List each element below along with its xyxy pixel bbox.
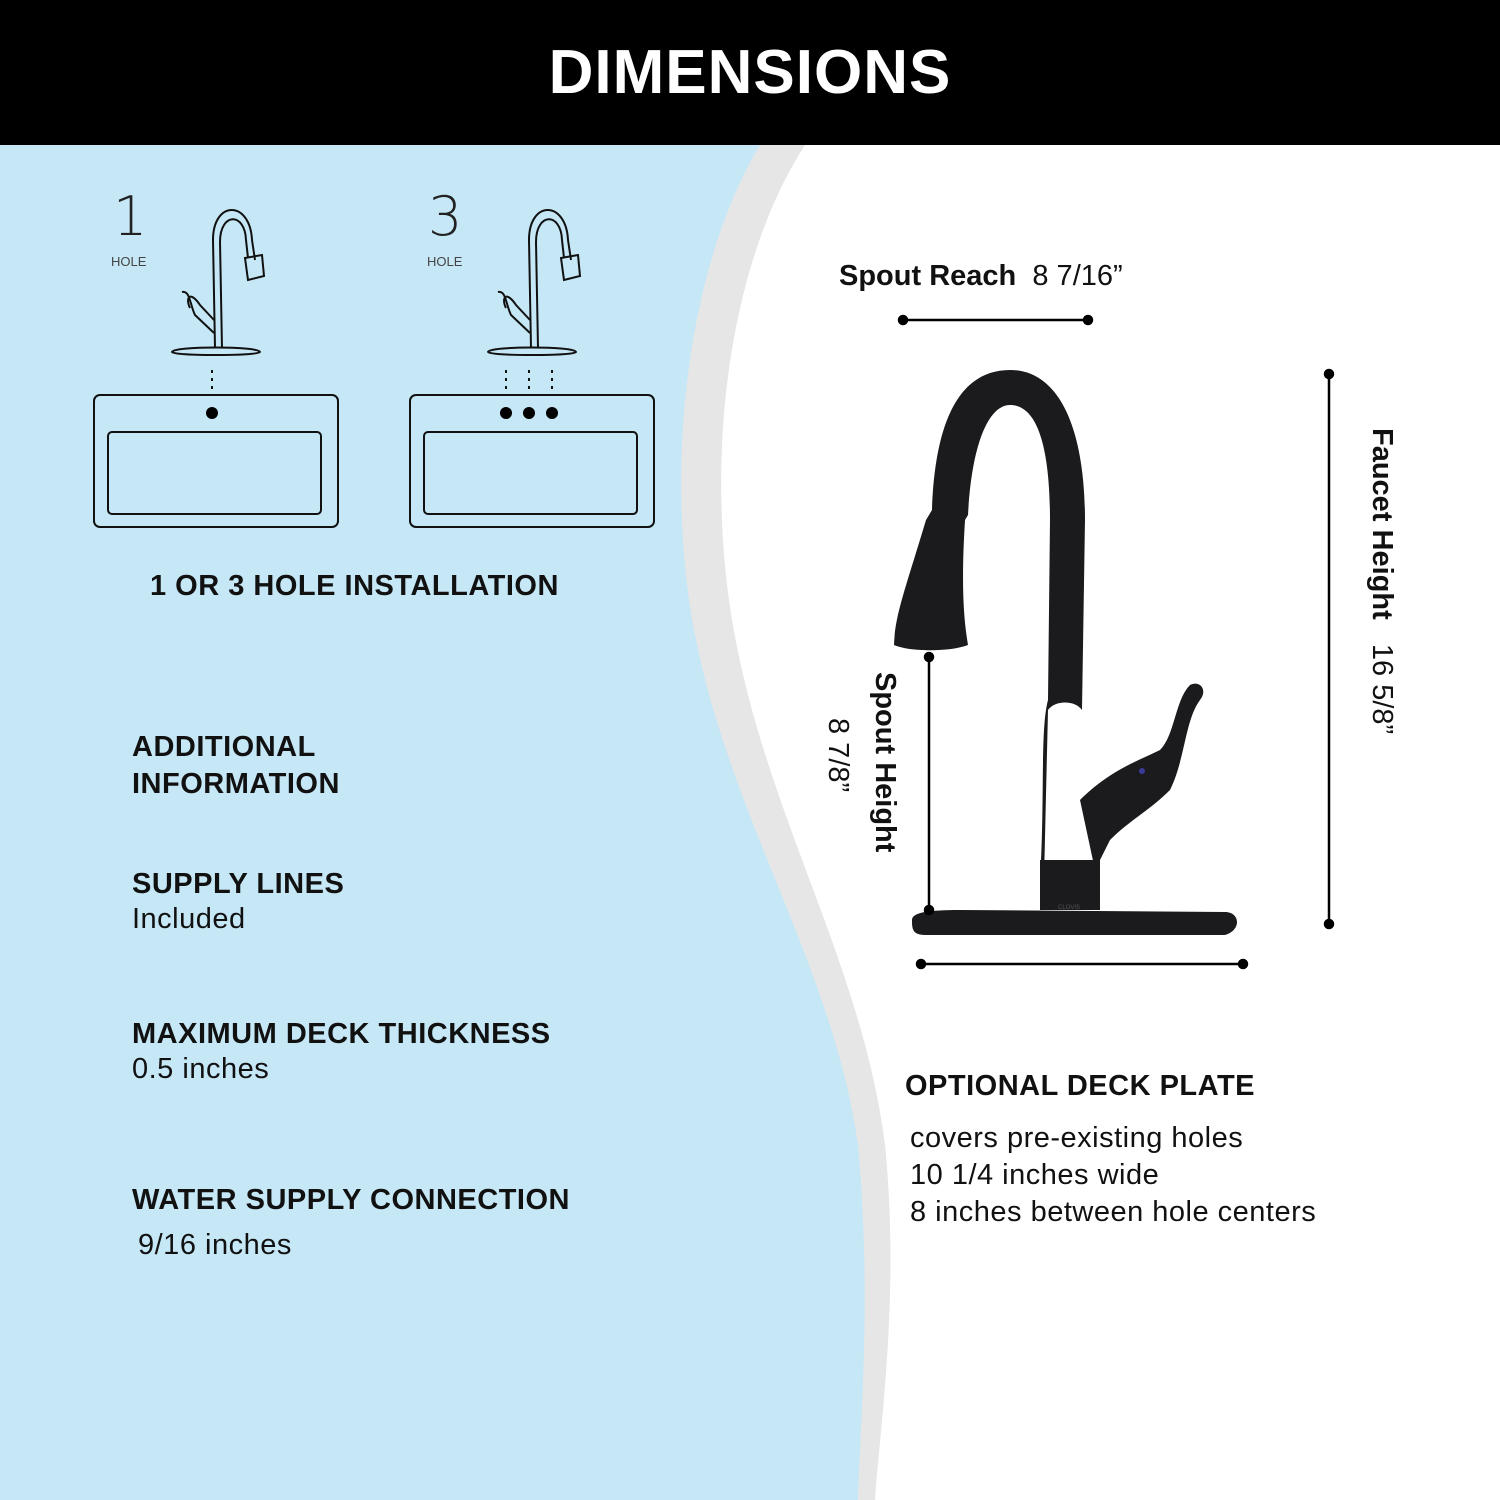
spout-height-value: 8 7/8” xyxy=(822,718,854,793)
info-value: 0.5 inches xyxy=(132,1053,270,1085)
hole-installation-diagram xyxy=(93,209,655,528)
faucet-product-image: CLOVIS xyxy=(894,314,1335,970)
faucet-outline-icon xyxy=(486,209,582,356)
dimension-value: 8 7/16” xyxy=(1032,260,1123,292)
deck-plate-line: 10 1/4 inches wide xyxy=(910,1159,1160,1191)
info-item-water-connection: WATER SUPPLY CONNECTION 9/16 inches xyxy=(132,1182,570,1262)
info-label: MAXIMUM DECK THICKNESS xyxy=(132,1018,551,1050)
deck-plate-line: covers pre-existing holes xyxy=(910,1122,1244,1154)
one-hole-label: HOLE xyxy=(111,254,147,269)
deck-plate-description: covers pre-existing holes 10 1/4 inches … xyxy=(910,1120,1316,1231)
info-label: SUPPLY LINES xyxy=(132,868,345,900)
three-hole-number: 3 xyxy=(428,185,463,248)
sink-one-hole xyxy=(93,394,339,528)
spout-reach-label: Spout Reach 8 7/16” xyxy=(839,260,1123,293)
deck-plate-heading: OPTIONAL DECK PLATE xyxy=(905,1070,1255,1102)
dimension-name: Spout Reach xyxy=(839,260,1017,292)
info-item-supply-lines: SUPPLY LINES Included xyxy=(132,866,344,936)
info-value: 9/16 inches xyxy=(138,1229,292,1261)
heading-line: INFORMATION xyxy=(132,768,340,800)
dimension-lines xyxy=(897,314,1335,970)
wave-background xyxy=(0,145,891,1500)
one-hole-number: 1 xyxy=(113,185,148,248)
dimension-name: Faucet Height xyxy=(1366,428,1398,620)
header-banner: DIMENSIONS xyxy=(0,0,1500,145)
page-title: DIMENSIONS xyxy=(548,38,952,107)
faucet-height-label: Faucet Height 16 5/8” xyxy=(1365,428,1398,734)
faucet-outline-icon xyxy=(170,209,266,356)
additional-info-heading: ADDITIONAL INFORMATION xyxy=(132,729,340,803)
deck-plate-line: 8 inches between hole centers xyxy=(910,1196,1317,1228)
info-label: WATER SUPPLY CONNECTION xyxy=(132,1184,570,1216)
dimension-name: Spout Height xyxy=(869,672,901,853)
spout-height-label: Spout Height xyxy=(868,672,901,852)
dimension-value: 16 5/8” xyxy=(1366,643,1398,735)
heading-line: ADDITIONAL xyxy=(132,731,316,763)
installation-caption: 1 OR 3 HOLE INSTALLATION xyxy=(150,570,559,602)
brand-mark: CLOVIS xyxy=(1058,905,1080,911)
indicator-dot xyxy=(1139,768,1145,774)
info-item-deck-thickness: MAXIMUM DECK THICKNESS 0.5 inches xyxy=(132,1016,551,1086)
sink-three-hole xyxy=(409,394,655,528)
three-hole-label: HOLE xyxy=(427,254,463,269)
info-value: Included xyxy=(132,903,246,935)
blue-panel xyxy=(0,145,865,1500)
